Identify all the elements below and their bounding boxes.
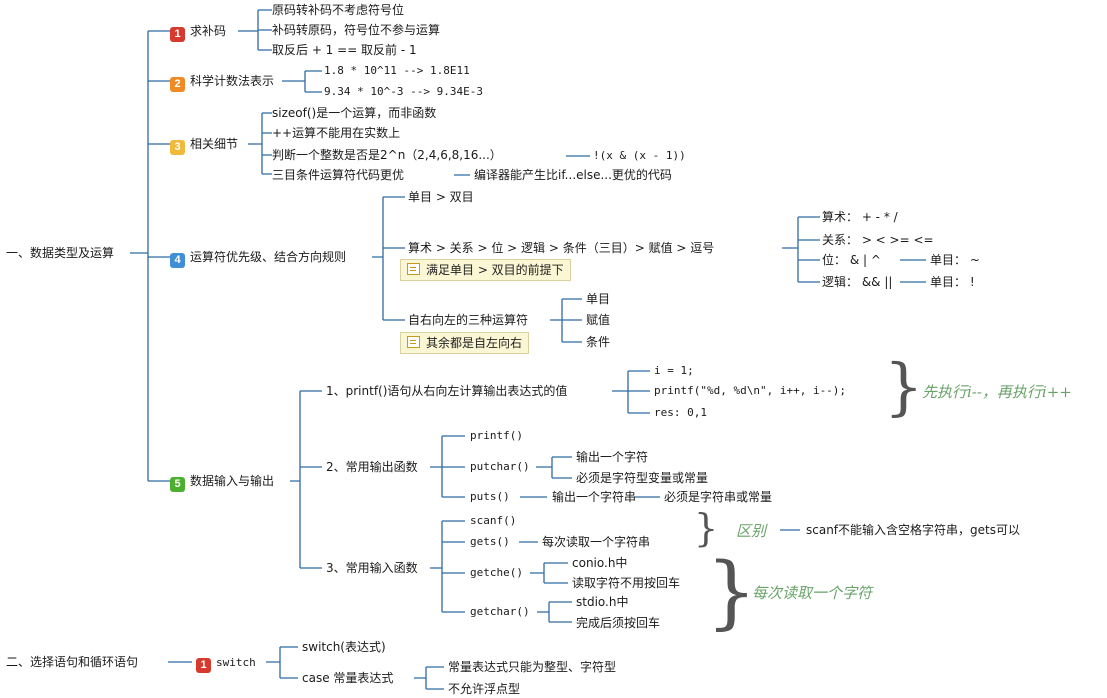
subtopic[interactable]: 单目： ~ [930,253,980,267]
subtopic[interactable]: switch(表达式) [302,640,386,654]
subtopic[interactable]: i = 1; [654,364,694,377]
subtopic[interactable]: 1、printf()语句从右向左计算输出表达式的值 [326,384,568,398]
subtopic[interactable]: 赋值 [586,313,611,327]
priority-3-icon: 3 [170,140,185,155]
subtopic[interactable]: 补码转原码，符号位不参与运算 [272,23,441,37]
subtopic[interactable]: printf() [470,429,523,442]
subtopic[interactable]: 输出一个字符串 [552,490,637,504]
subtopic[interactable]: 位： & | ^ [822,253,881,267]
subtopic[interactable]: 3、常用输入函数 [326,561,418,575]
subtopic[interactable]: sizeof()是一个运算，而非函数 [272,106,437,120]
priority-1-icon: 1 [170,27,185,42]
note-text: 其余都是自左向右 [426,336,523,350]
topic-label: 求补码 [190,24,227,38]
root-node-data-types[interactable]: 一、数据类型及运算 [6,246,115,260]
note-box[interactable]: 满足单目 > 双目的前提下 [400,259,571,281]
handwritten-note: 先执行i--，再执行i++ [922,383,1072,401]
subtopic[interactable]: 编译器能产生比if...else...更优的代码 [474,168,672,182]
topic-label: 运算符优先级、结合方向规则 [190,250,347,264]
subtopic[interactable]: puts() [470,490,510,503]
priority-1-icon: 1 [196,658,211,673]
topic-complement[interactable]: 1 求补码 [170,23,226,42]
subtopic[interactable]: gets() [470,535,510,548]
subtopic[interactable]: 必须是字符串或常量 [664,490,773,504]
topic-scientific-notation[interactable]: 2 科学计数法表示 [170,73,274,92]
subtopic[interactable]: 判断一个整数是否是2^n（2,4,6,8,16...） [272,148,502,162]
subtopic[interactable]: 条件 [586,335,611,349]
subtopic[interactable]: case 常量表达式 [302,671,394,685]
priority-2-icon: 2 [170,77,185,92]
note-icon [407,263,420,275]
subtopic[interactable]: 关系： > < >= <= [822,233,934,247]
subtopic[interactable]: 1.8 * 10^11 --> 1.8E11 [324,64,470,77]
subtopic[interactable]: 每次读取一个字符串 [542,535,651,549]
priority-5-icon: 5 [170,477,185,492]
topic-io[interactable]: 5 数据输入与输出 [170,473,274,492]
subtopic[interactable]: res: 0,1 [654,406,707,419]
subtopic[interactable]: 9.34 * 10^-3 --> 9.34E-3 [324,85,483,98]
subtopic[interactable]: 必须是字符型变量或常量 [576,471,709,485]
subtopic[interactable]: 自右向左的三种运算符 [408,313,529,327]
topic-label: 科学计数法表示 [190,74,275,88]
subtopic[interactable]: 读取字符不用按回车 [572,576,681,590]
topic-label: switch [216,656,256,669]
brace-icon: } [706,545,757,638]
handwritten-note: 区别 [736,522,767,540]
topic-operator-precedence[interactable]: 4 运算符优先级、结合方向规则 [170,249,346,268]
subtopic[interactable]: !(x & (x - 1)) [593,149,686,162]
topic-label: 相关细节 [190,137,239,151]
subtopic[interactable]: 常量表达式只能为整型、字符型 [448,660,617,674]
note-icon [407,336,420,348]
subtopic[interactable]: printf("%d, %d\n", i++, i--); [654,384,847,397]
subtopic[interactable]: 输出一个字符 [576,450,649,464]
subtopic[interactable]: getchar() [470,605,530,618]
subtopic[interactable]: 单目 > 双目 [408,190,474,204]
subtopic[interactable]: 逻辑： && || [822,275,893,289]
subtopic[interactable]: getche() [470,566,523,579]
subtopic[interactable]: 不允许浮点型 [448,682,521,696]
subtopic[interactable]: 单目： ! [930,275,975,289]
subtopic[interactable]: putchar() [470,460,530,473]
root-node-statements[interactable]: 二、选择语句和循环语句 [6,655,139,669]
priority-4-icon: 4 [170,253,185,268]
subtopic[interactable]: 2、常用输出函数 [326,460,418,474]
subtopic[interactable]: 取反后 + 1 == 取反前 - 1 [272,43,417,57]
subtopic[interactable]: 完成后须按回车 [576,616,661,630]
subtopic[interactable]: 单目 [586,292,611,306]
topic-switch[interactable]: 1 switch [196,654,256,673]
subtopic[interactable]: 算术 > 关系 > 位 > 逻辑 > 条件（三目）> 赋值 > 逗号 [408,241,715,255]
subtopic[interactable]: stdio.h中 [576,595,629,609]
note-box[interactable]: 其余都是自左向右 [400,332,530,354]
topic-label: 数据输入与输出 [190,474,275,488]
handwritten-note: 每次读取一个字符 [752,584,873,602]
brace-icon: } [884,350,924,423]
subtopic[interactable]: 三目条件运算符代码更优 [272,168,405,182]
subtopic[interactable]: conio.h中 [572,556,628,570]
subtopic[interactable]: ++运算不能用在实数上 [272,126,401,140]
topic-details[interactable]: 3 相关细节 [170,136,238,155]
subtopic[interactable]: scanf() [470,514,517,527]
subtopic[interactable]: 原码转补码不考虑符号位 [272,3,405,17]
note-text: 满足单目 > 双目的前提下 [426,263,564,277]
subtopic[interactable]: scanf不能输入含空格字符串，gets可以 [806,523,1020,537]
subtopic[interactable]: 算术： + - * / [822,210,898,224]
brace-icon: } [694,506,719,550]
